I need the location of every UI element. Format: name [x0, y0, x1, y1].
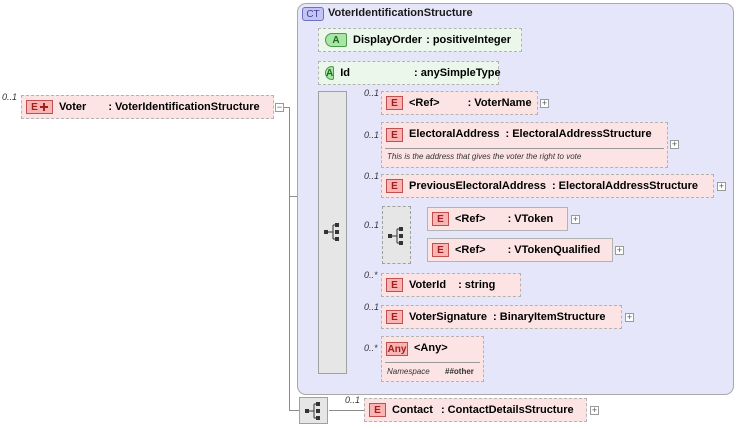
element-name: <Ref> [455, 244, 486, 256]
element-type: : ElectoralAddressStructure [505, 128, 652, 140]
element-name: VoterId [409, 279, 447, 291]
occurrence-label: 0..1 [364, 171, 380, 181]
element-badge-icon: E [386, 128, 403, 142]
root-element-type: : VoterIdentificationStructure [108, 101, 260, 113]
element-badge-icon: E [386, 310, 403, 324]
element-type: : ContactDetailsStructure [440, 404, 574, 416]
connector-to-contact-seq [289, 410, 299, 411]
expand-icon[interactable]: + [590, 405, 599, 415]
complex-type-title: VoterIdentificationStructure [328, 7, 473, 19]
element-type: : string [458, 279, 496, 291]
expand-icon[interactable]: + [615, 245, 624, 255]
sequence-icon [305, 402, 320, 420]
element-type: : VToken [507, 213, 554, 225]
element-badge-icon: E [432, 243, 449, 257]
complex-type-badge-icon: CT [302, 7, 324, 21]
namespace-label: Namespace [387, 367, 430, 376]
expand-icon[interactable]: + [625, 312, 634, 322]
attribute-id[interactable]: A Id : anySimpleType [318, 61, 501, 85]
any-badge-icon: Any [386, 342, 408, 356]
element-any[interactable]: Any <Any> [381, 336, 484, 382]
element-name: ElectoralAddress [409, 128, 500, 140]
doc-separator [385, 362, 480, 363]
attribute-display-order[interactable]: A DisplayOrder : positiveInteger [318, 28, 522, 52]
connector-to-ct [289, 196, 298, 197]
element-type: : ElectoralAddressStructure [551, 180, 699, 192]
root-collapse-icon[interactable]: − [275, 102, 284, 112]
attribute-name: DisplayOrder [353, 34, 423, 46]
element-name: <Ref> [409, 97, 440, 109]
element-electoral-address[interactable]: E ElectoralAddress : ElectoralAddressStr… [381, 122, 668, 168]
element-documentation: This is the address that gives the voter… [387, 152, 582, 161]
element-previous-electoral-address[interactable]: E PreviousElectoralAddress : ElectoralAd… [381, 174, 714, 198]
occurrence-label: 0..* [364, 343, 378, 353]
element-badge-label: E [31, 101, 38, 113]
element-badge-icon: E [369, 403, 386, 417]
connector-contact [329, 410, 364, 411]
element-name: VoterSignature [409, 311, 488, 323]
element-name: <Any> [414, 342, 448, 354]
expand-icon[interactable]: + [571, 214, 580, 224]
element-type: : VoterName [467, 97, 532, 109]
plus-icon [39, 103, 48, 111]
attribute-type: : anySimpleType [414, 67, 501, 79]
element-badge-icon: E [26, 100, 53, 114]
element-name: Contact [392, 404, 433, 416]
element-name: <Ref> [455, 213, 486, 225]
root-element-name: Voter [59, 101, 87, 113]
root-occurrence: 0..1 [2, 92, 18, 102]
connector-root-expander [279, 107, 289, 108]
occurrence-label: 0..1 [364, 220, 380, 230]
doc-separator [385, 148, 664, 149]
attribute-name: Id [340, 67, 351, 79]
connector-root-trunk [289, 107, 290, 410]
element-contact[interactable]: E Contact : ContactDetailsStructure [364, 398, 587, 422]
attribute-badge-icon: A [325, 33, 347, 47]
element-type: : BinaryItemStructure [493, 311, 606, 323]
occurrence-label: 0..1 [364, 130, 380, 140]
element-badge-icon: E [386, 96, 403, 110]
element-ref-vtoken[interactable]: E <Ref> : VToken [427, 207, 568, 231]
occurrence-label: 0..1 [364, 302, 380, 312]
sequence-icon [388, 227, 403, 245]
element-voter-id[interactable]: E VoterId : string [381, 273, 521, 297]
namespace-value: ##other [445, 367, 474, 376]
root-element-voter[interactable]: E Voter : VoterIdentificationStructure [21, 95, 274, 119]
contact-occurrence: 0..1 [345, 395, 361, 405]
element-ref-votername[interactable]: E <Ref> : VoterName [381, 91, 538, 115]
occurrence-label: 0..* [364, 270, 378, 280]
element-badge-icon: E [386, 278, 403, 292]
element-voter-signature[interactable]: E VoterSignature : BinaryItemStructure [381, 305, 622, 329]
sequence-icon [324, 223, 339, 241]
element-ref-vtoken-qualified[interactable]: E <Ref> : VTokenQualified [427, 238, 613, 262]
expand-icon[interactable]: + [717, 181, 726, 191]
expand-icon[interactable]: + [670, 139, 679, 149]
element-type: : VTokenQualified [507, 244, 601, 256]
expand-icon[interactable]: + [540, 98, 549, 108]
element-badge-icon: E [386, 179, 403, 193]
element-name: PreviousElectoralAddress [409, 180, 546, 192]
element-badge-icon: E [432, 212, 449, 226]
occurrence-label: 0..1 [364, 88, 380, 98]
attribute-badge-icon: A [325, 66, 335, 80]
attribute-type: : positiveInteger [426, 34, 512, 46]
